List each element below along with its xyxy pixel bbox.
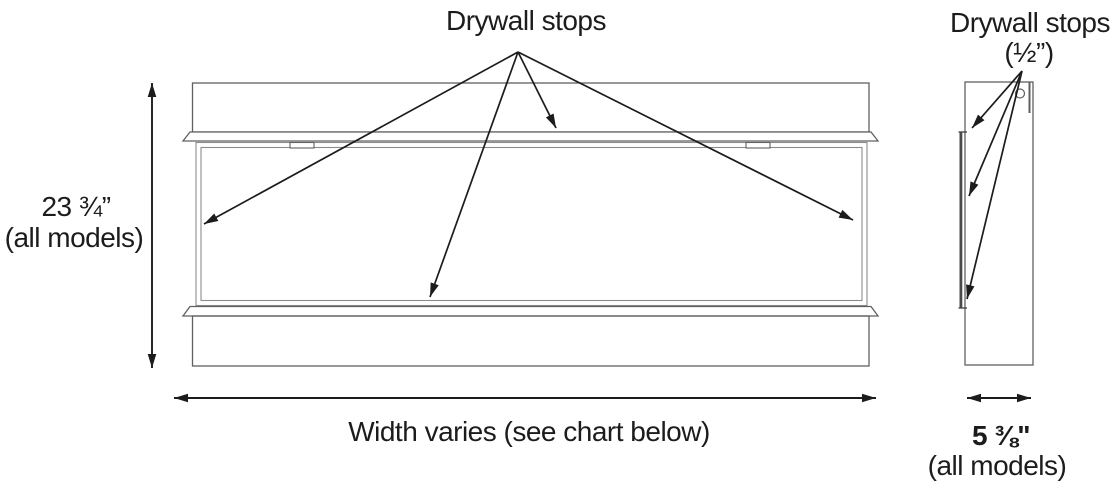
leader-arrow-right bbox=[517, 51, 854, 221]
front-opening-outer bbox=[195, 141, 868, 307]
leader-arrow-bottom bbox=[429, 51, 519, 298]
side-mount-hole bbox=[1014, 88, 1026, 99]
dimension-arrows bbox=[147, 83, 1031, 403]
side-body bbox=[964, 81, 1034, 366]
front-callout-label: Drywall stops bbox=[446, 5, 606, 36]
leader-arrow-side-middle bbox=[968, 70, 1023, 197]
front-leader-arrows bbox=[203, 51, 854, 298]
leader-arrow-side-top bbox=[971, 70, 1023, 129]
leader-arrow-top bbox=[517, 51, 557, 129]
front-bottom-band bbox=[191, 315, 870, 367]
front-top-band bbox=[191, 82, 870, 133]
front-clip-left bbox=[289, 141, 315, 149]
height-note-label: (all models) bbox=[4, 222, 144, 253]
front-top-ledge bbox=[181, 131, 880, 142]
side-drywall-stop-strip bbox=[959, 132, 963, 308]
depth-value-label: 5 ⅜" bbox=[972, 420, 1030, 451]
front-view bbox=[181, 82, 880, 367]
side-view bbox=[958, 81, 1034, 366]
side-leader-arrows bbox=[966, 70, 1023, 300]
leader-arrow-side-bottom bbox=[966, 70, 1023, 300]
width-label: Width varies (see chart below) bbox=[348, 416, 710, 447]
depth-note-label: (all models) bbox=[927, 450, 1067, 481]
leader-arrow-left bbox=[203, 51, 519, 225]
side-callout-label: Drywall stops bbox=[950, 7, 1110, 38]
front-opening-inner bbox=[200, 146, 863, 302]
front-bottom-sill bbox=[181, 305, 880, 317]
height-value-label: 23 ¾” bbox=[41, 191, 111, 222]
front-clip-right bbox=[745, 141, 771, 149]
side-stop-size-label: (½”) bbox=[1004, 37, 1054, 68]
